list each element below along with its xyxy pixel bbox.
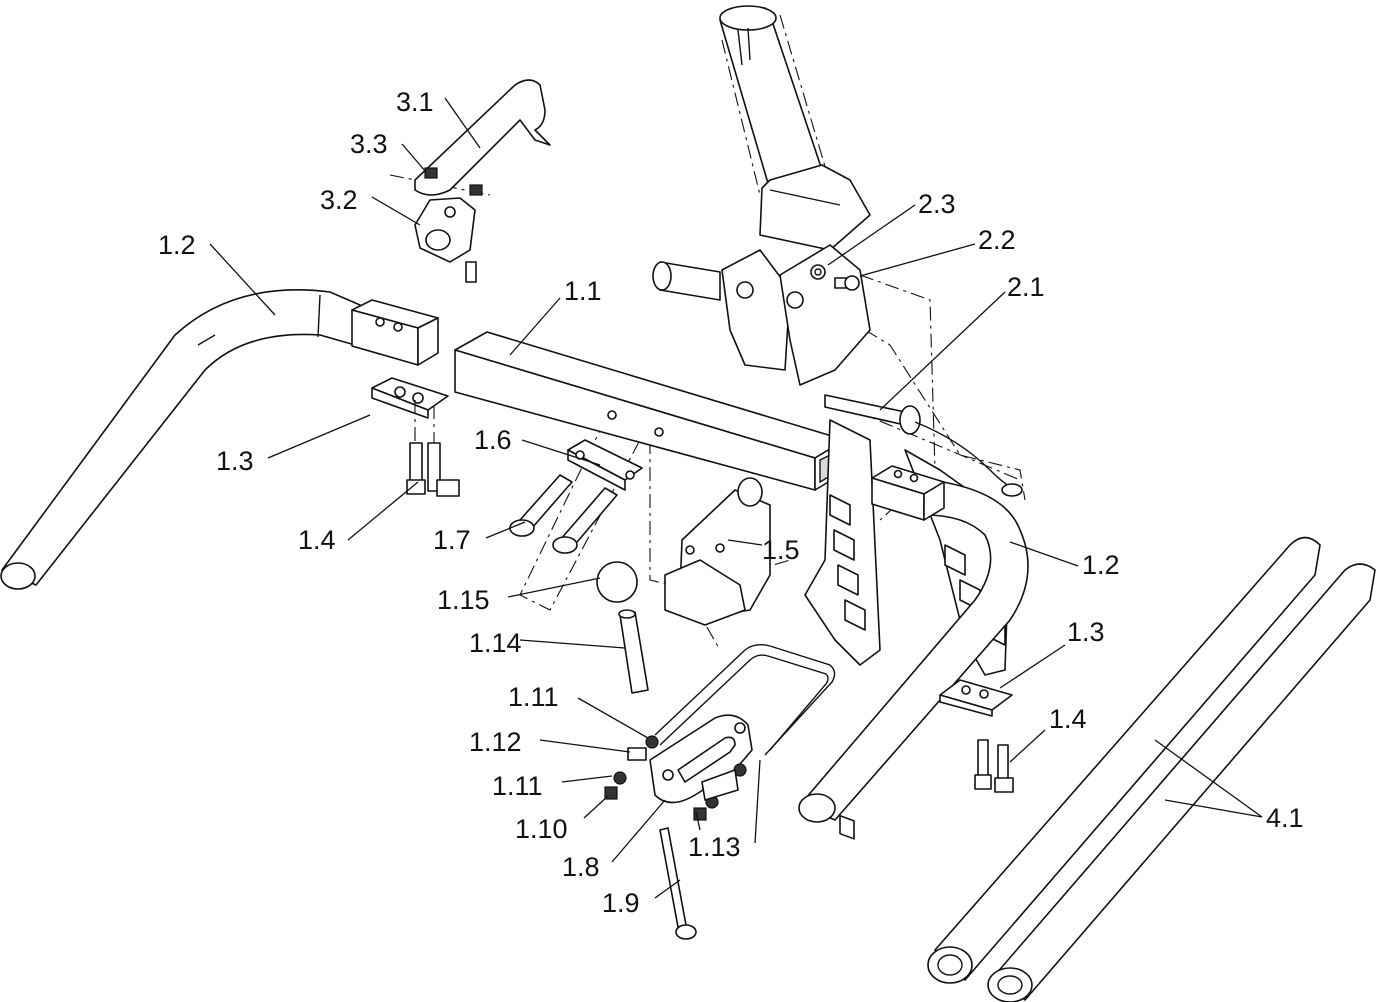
u-bar <box>654 643 836 756</box>
ball-knob <box>596 561 638 603</box>
hitch-bracket <box>664 477 771 626</box>
label-4-1: 4.1 <box>1266 803 1304 833</box>
label-1-4-left: 1.4 <box>298 525 336 555</box>
bracket-plate <box>567 439 643 491</box>
label-1-1: 1.1 <box>564 276 602 306</box>
label-1-15: 1.15 <box>437 585 490 615</box>
label-1-4-right: 1.4 <box>1049 704 1087 734</box>
foam-tubes <box>927 536 1376 1002</box>
handle-tube-left <box>0 289 361 590</box>
label-1-13: 1.13 <box>688 832 741 862</box>
label-1-14: 1.14 <box>469 628 522 658</box>
label-2-3: 2.3 <box>918 189 956 219</box>
label-3-2: 3.2 <box>320 185 358 215</box>
label-3-3: 3.3 <box>350 129 388 159</box>
label-1-11-top: 1.11 <box>508 682 559 712</box>
label-1-2-left: 1.2 <box>158 230 196 260</box>
clamp-plate-right <box>939 679 1013 717</box>
label-1-7: 1.7 <box>433 525 471 555</box>
label-1-12: 1.12 <box>469 727 522 757</box>
clamp-block-right <box>871 465 945 521</box>
bracket-bolts <box>509 474 618 554</box>
label-1-11-bottom: 1.11 <box>492 771 543 801</box>
clamp-plate-left <box>371 377 449 419</box>
label-1-2-right: 1.2 <box>1082 550 1120 580</box>
label-1-10: 1.10 <box>515 814 568 844</box>
label-1-3-right: 1.3 <box>1067 617 1105 647</box>
bolts-right <box>974 739 1014 793</box>
bolts-left <box>406 400 460 497</box>
stem-bolt <box>810 264 860 291</box>
handle-tube-right <box>798 479 1029 823</box>
label-1-6: 1.6 <box>474 425 512 455</box>
leader-lines <box>209 97 1263 899</box>
label-1-9: 1.9 <box>602 888 640 918</box>
label-1-5: 1.5 <box>762 535 800 565</box>
label-1-8: 1.8 <box>562 852 600 882</box>
label-3-1: 3.1 <box>396 87 434 117</box>
label-1-3-left: 1.3 <box>216 446 254 476</box>
ball-rod <box>618 609 649 694</box>
label-2-1: 2.1 <box>1007 272 1045 302</box>
locking-pin <box>824 394 1023 497</box>
label-2-2: 2.2 <box>978 225 1016 255</box>
long-bolt <box>659 827 697 940</box>
clamp-block-left <box>351 299 439 366</box>
small-hardware <box>604 735 747 821</box>
brake-lever <box>414 79 551 196</box>
lever-clamp <box>414 197 477 283</box>
part-labels: 3.1 3.3 3.2 1.2 1.1 2.3 2.2 2.1 1.3 1.6 … <box>158 87 1304 918</box>
